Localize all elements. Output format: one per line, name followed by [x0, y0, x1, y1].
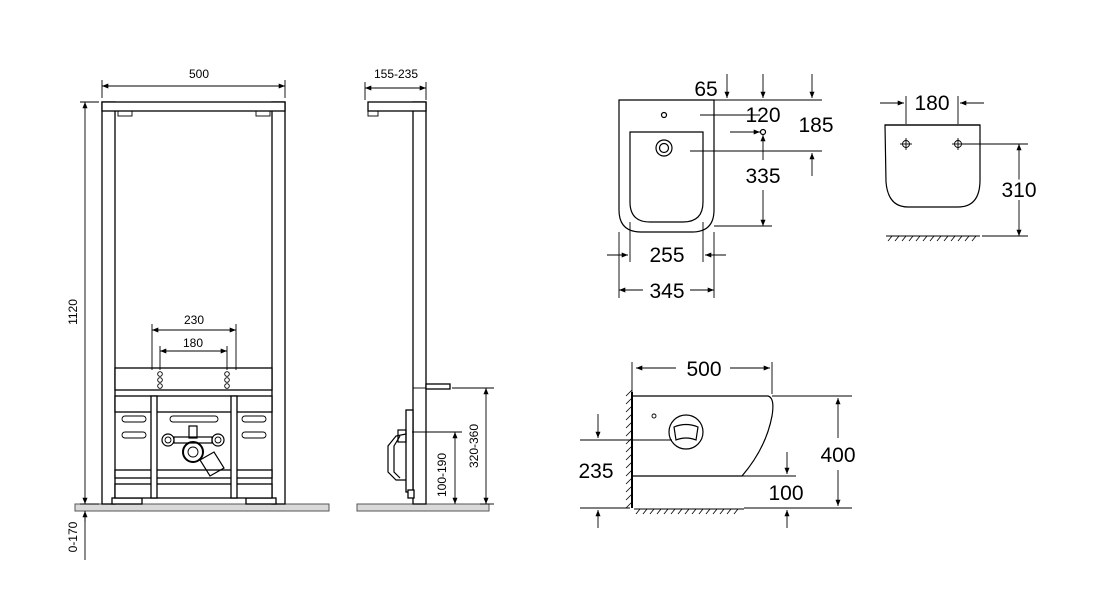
inlet-height-label: 320-360: [467, 424, 481, 468]
drain-to-front-label: 335: [745, 165, 780, 188]
floor-gap-label: 0-170: [66, 521, 80, 552]
floor-gap-dimension: 0-170: [66, 510, 88, 560]
drain-to-front-dimension: 335: [714, 165, 781, 227]
bidet-height-dimension: 400: [744, 395, 856, 509]
front-view-frame: [74, 101, 330, 512]
outlet-height-dimension: 100-190: [412, 431, 462, 504]
back-to-drain-dimension: 185: [690, 74, 834, 176]
drain-height-label: 100: [768, 482, 803, 505]
outer-width-label: 345: [649, 280, 684, 303]
front-height-dimension: 1120: [66, 101, 99, 505]
bolt-height-label: 235: [578, 460, 613, 483]
inner-width-dimension: 255: [607, 222, 726, 267]
bidet-height-label: 400: [820, 444, 855, 467]
inlet-height-dimension: 320-360: [452, 387, 494, 505]
outer-width-dimension: 345: [618, 232, 715, 303]
outlet-height-label: 100-190: [435, 453, 449, 497]
mount-outer-label: 230: [184, 313, 204, 327]
mount-inner-label: 180: [183, 336, 203, 350]
front-height-label: 1120: [66, 299, 80, 325]
tap-to-drain-dimension: 120: [700, 74, 822, 160]
back-height-label: 310: [1001, 179, 1036, 202]
front-width-dimension: 500: [101, 67, 286, 98]
bidet-length-dimension: 500: [631, 358, 773, 394]
inner-width-label: 255: [649, 244, 684, 267]
bolt-height-dimension: 235: [578, 414, 672, 528]
bolt-spacing-dimension: 180: [880, 92, 984, 124]
tap-to-drain-label: 120: [745, 104, 780, 127]
bidet-length-label: 500: [686, 358, 721, 381]
side-depth-label: 155-235: [374, 67, 418, 81]
bidet-top-view: [618, 99, 767, 233]
tap-offset-dimension: 65: [694, 74, 730, 101]
side-depth-dimension: 155-235: [364, 67, 427, 100]
back-to-drain-label: 185: [798, 114, 833, 137]
bidet-side-view: [625, 389, 774, 515]
tap-offset-label: 65: [694, 78, 717, 101]
front-width-label: 500: [189, 67, 209, 81]
back-height-dimension: 310: [962, 143, 1040, 237]
drain-height-dimension: 100: [742, 452, 804, 528]
mount-inner-dimension: 180: [159, 336, 228, 370]
bidet-back-view: [884, 124, 981, 242]
bolt-spacing-label: 180: [914, 92, 949, 115]
side-view-frame: [356, 101, 490, 512]
mount-outer-dimension: 230: [151, 313, 237, 370]
